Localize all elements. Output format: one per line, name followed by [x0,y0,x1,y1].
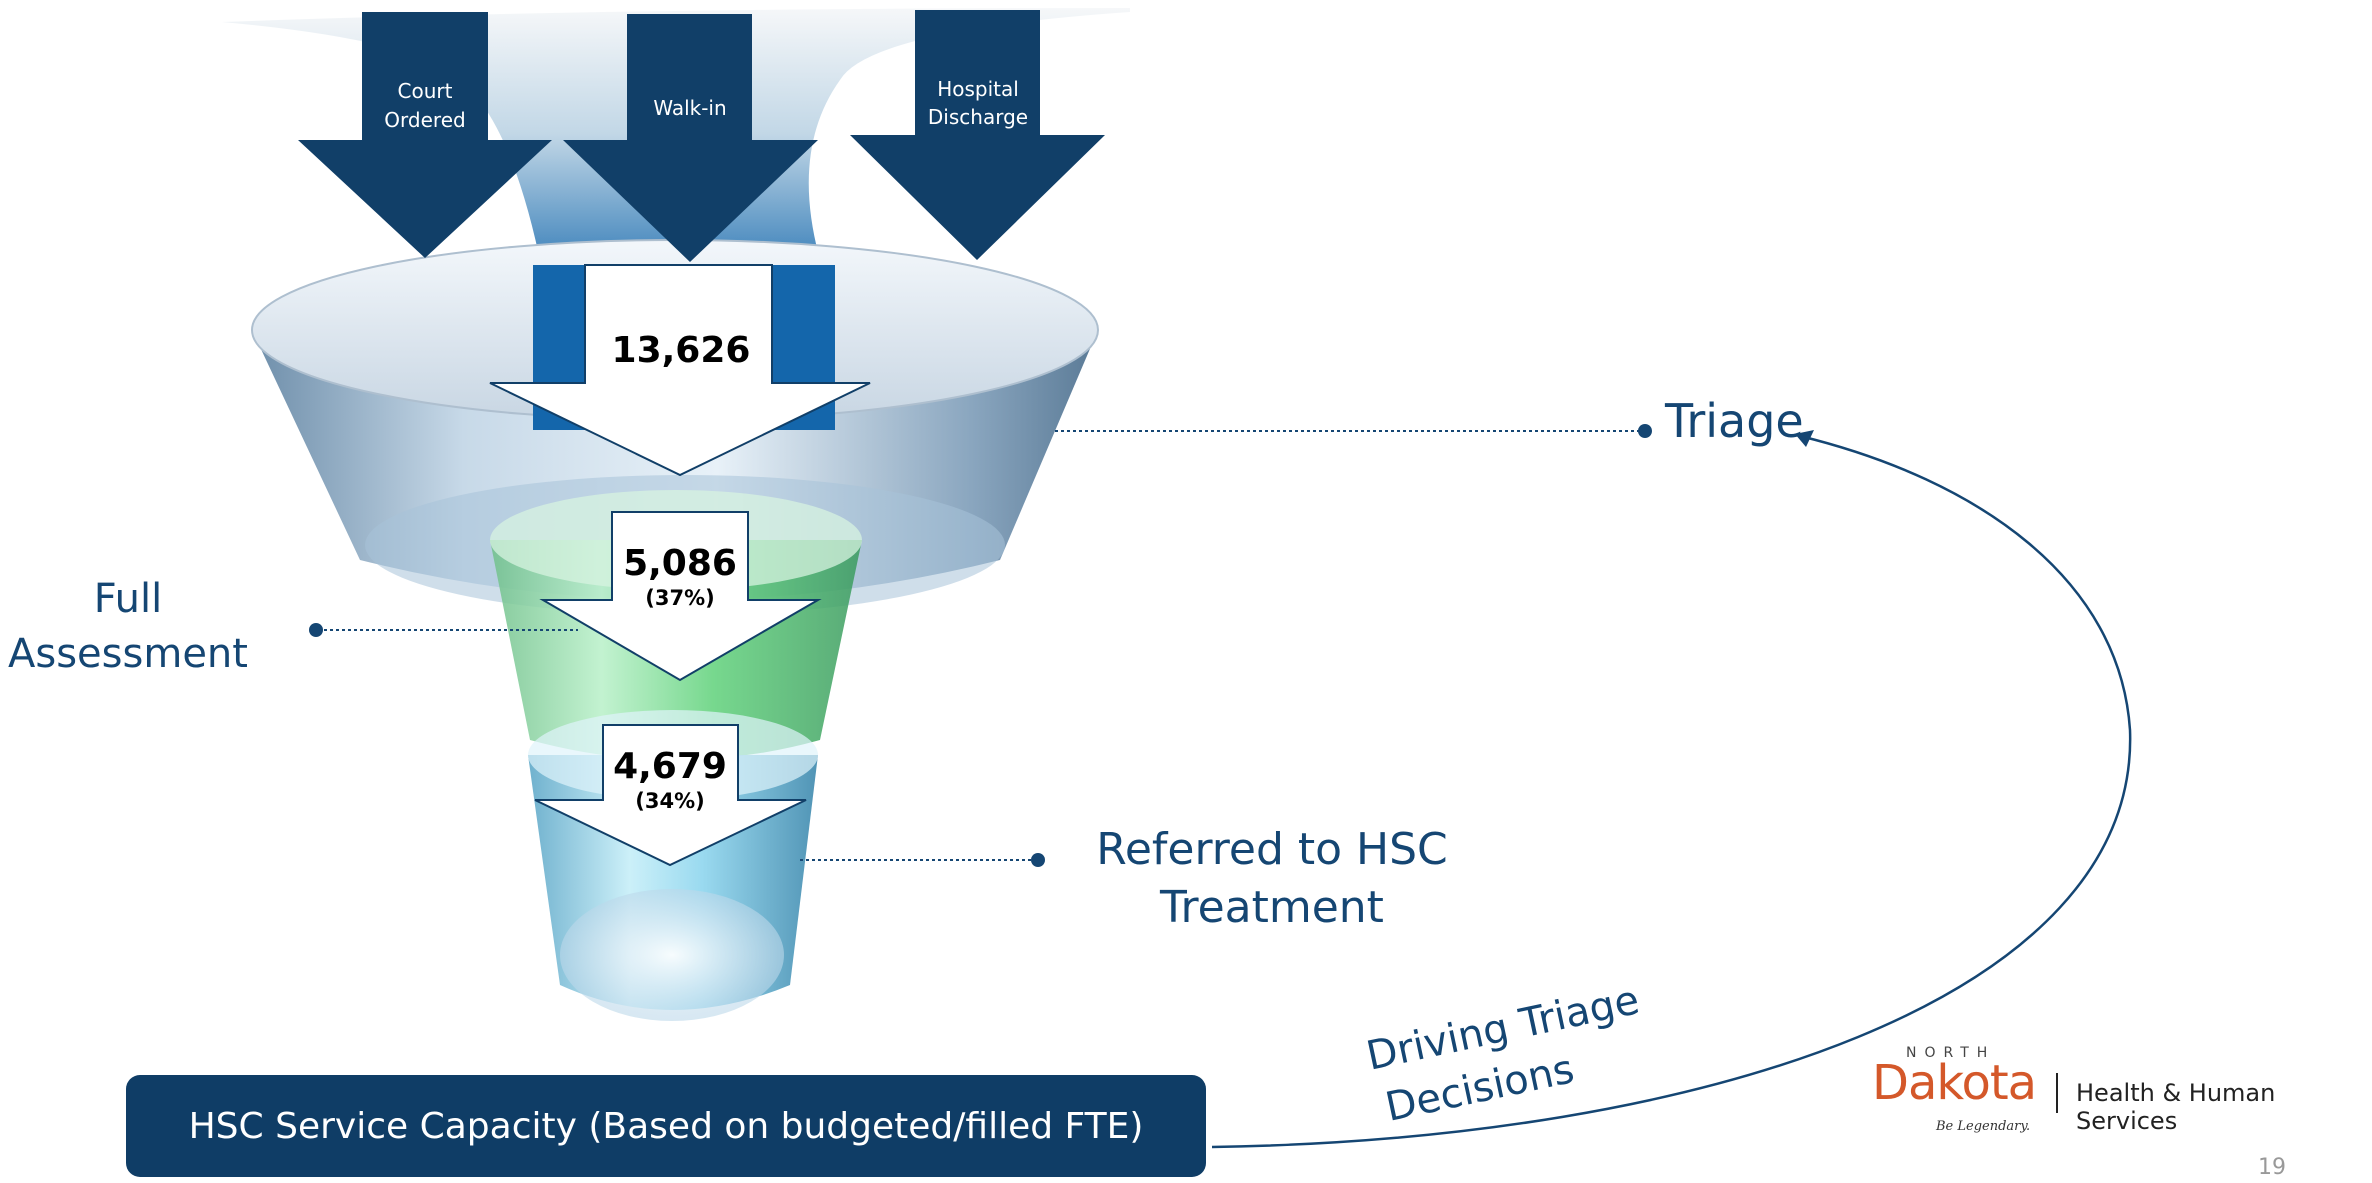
referred-pct: (34%) [635,789,704,813]
logo-dakota: Dakota [1872,1055,2037,1111]
service-capacity-box: HSC Service Capacity (Based on budgeted/… [126,1075,1206,1177]
referred-count-arrow [534,724,807,867]
referred-dot [1031,853,1045,867]
walk-in-arrow [563,14,818,262]
full-assessment-label-2: Assessment [8,631,248,677]
court-ordered-arrow [298,12,552,258]
referred-count: 4,679 [613,746,727,787]
nd-hhs-logo: NORTH Dakota Be Legendary. Health & Huma… [1872,1045,2352,1145]
hospital-label-2: Discharge [928,105,1028,129]
hospital-discharge-arrow [850,10,1105,260]
logo-north: NORTH [1906,1045,1996,1061]
assessment-count: 5,086 [623,543,737,584]
assessment-count-arrow [539,511,822,682]
full-assessment-label-1: Full [94,576,162,622]
court-ordered-label-1: Court [398,79,453,103]
triage-dot [1638,424,1652,438]
court-ordered-label-2: Ordered [384,108,465,132]
triage-count-arrow [489,264,871,477]
logo-divider [2056,1073,2058,1113]
assessment-dot [309,623,323,637]
feedback-curve [1211,434,2132,1149]
feedback-arrowhead [1795,430,1814,447]
triage-count: 13,626 [612,330,751,371]
assessment-pct: (37%) [645,586,714,610]
hospital-label-1: Hospital [937,77,1019,101]
logo-agency: Health & Human Services [2076,1079,2276,1135]
logo-tagline: Be Legendary. [1936,1119,2031,1134]
referred-label-2: Treatment [1159,882,1384,933]
referred-label-1: Referred to HSC [1096,824,1448,875]
walk-in-label: Walk-in [653,96,726,120]
triage-label: Triage [1664,394,1804,448]
page-number: 19 [2258,1155,2286,1180]
funnel-referred-glow [560,889,784,1021]
